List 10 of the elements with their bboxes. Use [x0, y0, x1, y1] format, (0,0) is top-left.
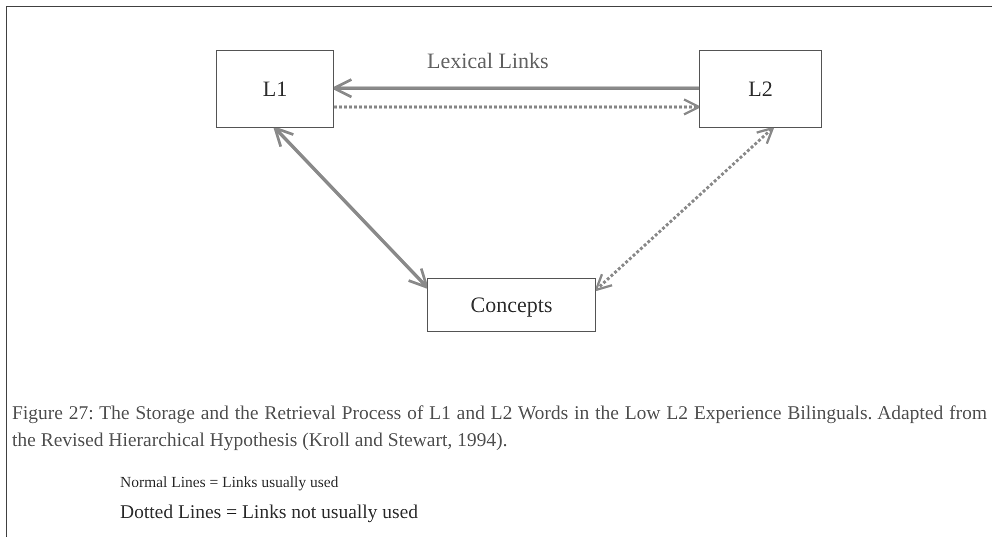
legend-note: Normal Lines = Links usually used	[120, 474, 338, 492]
figure-caption: Figure 27: The Storage and the Retrieval Process of L1 and L2 Words in the Low L2 Experience Bilinguals. Adapted from the Revised Hierarchical Hypothesis (Kroll and Stewart, 1994).	[12, 402, 987, 453]
process-box: L2	[699, 50, 822, 128]
legend-note: Dotted Lines = Links not usually used	[120, 502, 418, 524]
arrow	[332, 78, 699, 98]
process-box: L1	[216, 50, 334, 128]
arrow	[274, 126, 428, 289]
dotted-arrow	[594, 126, 774, 292]
process-box: Concepts	[427, 278, 596, 332]
dotted-arrow	[334, 98, 700, 116]
